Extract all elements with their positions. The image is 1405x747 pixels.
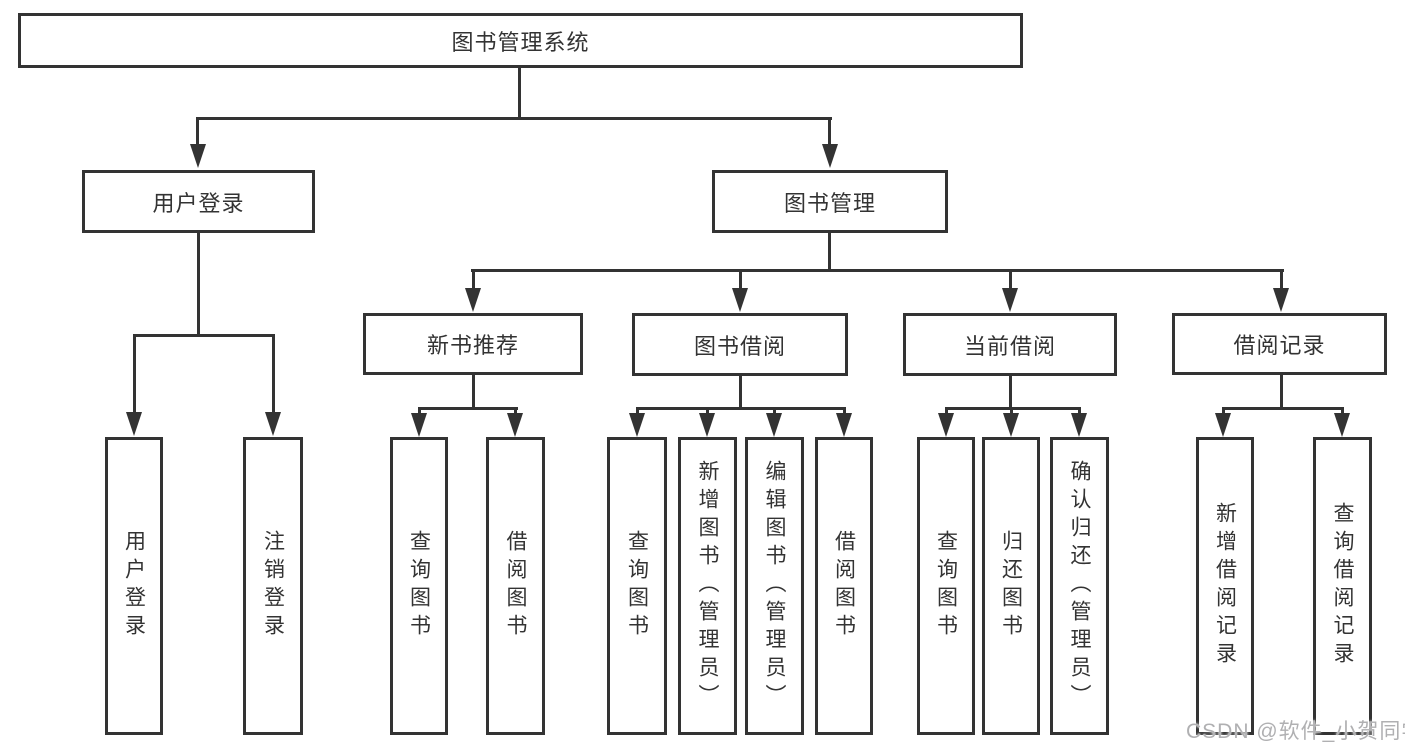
arrowhead-down-icon: [1003, 413, 1019, 437]
leaf-query-books-1-label: 查询图书: [407, 530, 431, 642]
connector-book-borrowing-stem: [739, 374, 742, 409]
leaf-user-login: 用户登录: [105, 437, 163, 735]
connector-drop: [133, 334, 136, 413]
leaf-logout-login: 注销登录: [243, 437, 303, 735]
arrowhead-down-icon: [732, 288, 748, 312]
connector-drop: [472, 269, 475, 291]
arrowhead-down-icon: [465, 288, 481, 312]
node-borrowing-records-label: 借阅记录: [1233, 333, 1326, 358]
connector-new-book-recommend-stem: [472, 373, 475, 409]
leaf-borrow-books-2-label: 借阅图书: [832, 530, 856, 642]
node-user-login-label: 用户登录: [152, 190, 245, 216]
node-borrowing-records: 借阅记录: [1172, 313, 1387, 375]
connector-drop: [272, 334, 275, 413]
connector-book-borrowing-hline: [636, 407, 846, 410]
connector-user-login-hline: [133, 334, 275, 337]
node-book-management-label: 图书管理: [783, 190, 876, 216]
connector-borrowing-records-hline: [1222, 407, 1343, 410]
leaf-query-books-3-label: 查询图书: [934, 530, 958, 642]
node-book-borrowing: 图书借阅: [632, 313, 848, 376]
node-current-borrowing: 当前借阅: [903, 313, 1117, 376]
leaf-borrow-books-1: 借阅图书: [486, 437, 545, 735]
leaf-add-books-admin: 新增图书（管理员）: [678, 437, 737, 735]
node-root-label: 图书管理系统: [451, 29, 590, 55]
node-book-management: 图书管理: [712, 170, 948, 233]
arrowhead-down-icon: [265, 412, 281, 436]
leaf-return-books-label: 归还图书: [999, 530, 1023, 642]
connector-level3-hline: [471, 269, 1284, 272]
connector-borrowing-records-stem: [1280, 373, 1283, 409]
leaf-query-books-3: 查询图书: [917, 437, 975, 735]
arrowhead-down-icon: [190, 144, 206, 168]
leaf-borrow-books-1-label: 借阅图书: [504, 530, 527, 642]
leaf-add-borrow-record-label: 新增借阅记录: [1213, 502, 1237, 670]
arrowhead-down-icon: [836, 413, 852, 437]
leaf-confirm-return-admin-label: 确认归还（管理员）: [1068, 460, 1091, 712]
node-user-login: 用户登录: [82, 170, 315, 233]
connector-current-borrowing-hline: [945, 407, 1081, 410]
connector-drop: [1280, 269, 1283, 291]
leaf-add-books-admin-label: 新增图书（管理员）: [696, 460, 719, 712]
connector-current-borrowing-stem: [1009, 374, 1012, 409]
arrowhead-down-icon: [411, 413, 427, 437]
leaf-confirm-return-admin: 确认归还（管理员）: [1050, 437, 1109, 735]
node-root: 图书管理系统: [18, 13, 1023, 68]
arrowhead-down-icon: [1334, 413, 1350, 437]
leaf-return-books: 归还图书: [982, 437, 1040, 735]
arrowhead-down-icon: [699, 413, 715, 437]
connector-level2-hline: [196, 117, 832, 120]
leaf-edit-books-admin: 编辑图书（管理员）: [745, 437, 804, 735]
arrowhead-down-icon: [766, 413, 782, 437]
leaf-query-borrow-record: 查询借阅记录: [1313, 437, 1372, 735]
leaf-add-borrow-record: 新增借阅记录: [1196, 437, 1254, 735]
leaf-borrow-books-2: 借阅图书: [815, 437, 873, 735]
leaf-query-books-1: 查询图书: [390, 437, 448, 735]
csdn-watermark: CSDN @软件_小贺同学: [1186, 720, 1405, 743]
arrowhead-down-icon: [1273, 288, 1289, 312]
connector-drop: [739, 269, 742, 291]
connector-drop: [828, 117, 831, 147]
leaf-edit-books-admin-label: 编辑图书（管理员）: [763, 460, 786, 712]
leaf-logout-login-label: 注销登录: [261, 530, 285, 642]
connector-drop: [1009, 269, 1012, 291]
connector-drop: [196, 117, 199, 147]
arrowhead-down-icon: [1002, 288, 1018, 312]
connector-root-stem: [518, 66, 521, 119]
arrowhead-down-icon: [507, 413, 523, 437]
arrowhead-down-icon: [822, 144, 838, 168]
node-new-book-recommend: 新书推荐: [363, 313, 583, 375]
leaf-query-borrow-record-label: 查询借阅记录: [1331, 502, 1354, 670]
node-book-borrowing-label: 图书借阅: [693, 333, 786, 359]
arrowhead-down-icon: [1215, 413, 1231, 437]
connector-book-management-stem: [828, 231, 831, 271]
arrowhead-down-icon: [126, 412, 142, 436]
node-current-borrowing-label: 当前借阅: [963, 333, 1056, 359]
connector-new-book-recommend-hline: [418, 407, 518, 410]
arrowhead-down-icon: [1071, 413, 1087, 437]
leaf-query-books-2-label: 查询图书: [625, 530, 649, 642]
node-new-book-recommend-label: 新书推荐: [426, 333, 519, 358]
connector-user-login-stem: [197, 231, 200, 336]
arrowhead-down-icon: [629, 413, 645, 437]
leaf-user-login-label: 用户登录: [122, 530, 146, 642]
arrowhead-down-icon: [938, 413, 954, 437]
leaf-query-books-2: 查询图书: [607, 437, 667, 735]
